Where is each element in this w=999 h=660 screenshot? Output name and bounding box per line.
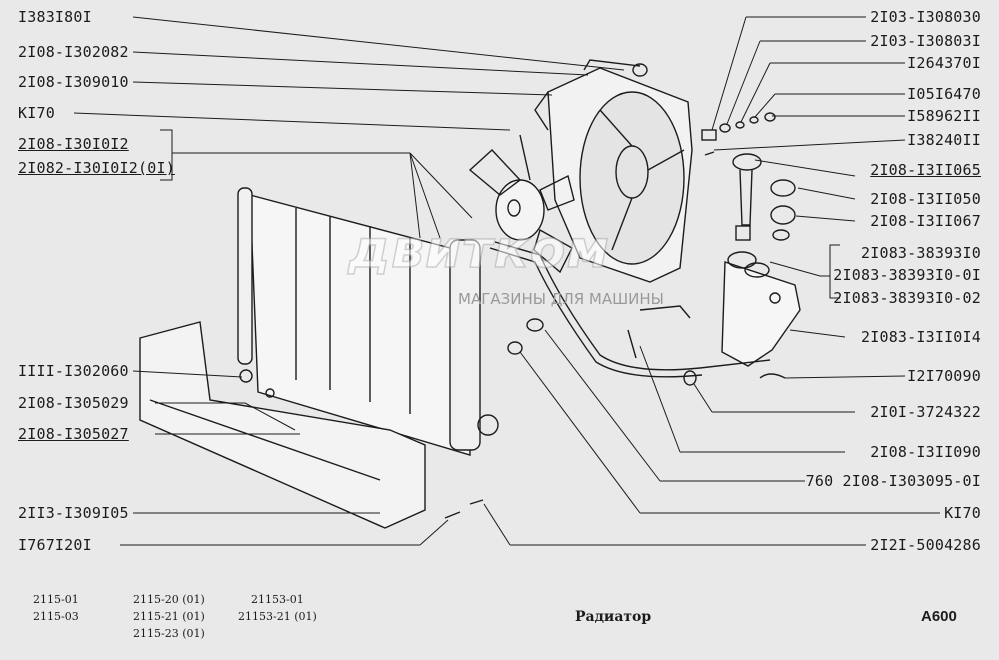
part-label-left-9: 2I08-I305027 bbox=[18, 425, 129, 443]
model-code: 2115-01 bbox=[33, 593, 79, 606]
model-code: 21153-21 (01) bbox=[238, 610, 317, 623]
part-label-left-2: 2I08-I302082 bbox=[18, 43, 129, 61]
part-label-right-5: I58962II bbox=[907, 107, 981, 125]
expansion-tank-drawing bbox=[721, 251, 801, 367]
watermark-tagline: МАГАЗИНЫ ДЛЯ МАШИНЫ bbox=[458, 290, 664, 308]
part-label-left-3: 2I08-I309010 bbox=[18, 73, 129, 91]
hoses-drawing bbox=[489, 241, 771, 378]
radiator-shield-drawing bbox=[139, 321, 426, 529]
part-label-right-2: 2I03-I30803I bbox=[870, 32, 981, 50]
part-label-right-11: 2I083-38393I0-0I bbox=[833, 266, 981, 284]
part-label-left-5: 2I08-I30I0I2 bbox=[18, 135, 129, 153]
part-label-right-4: I05I6470 bbox=[907, 85, 981, 103]
part-label-left-11: I767I20I bbox=[18, 536, 92, 554]
part-label-left-1: I383I80I bbox=[18, 8, 92, 26]
part-label-right-15: 2I0I-3724322 bbox=[870, 403, 981, 421]
cap-parts-drawing bbox=[265, 63, 796, 519]
part-label-right-13: 2I083-I3II0I4 bbox=[861, 328, 981, 346]
part-label-right-3: I264370I bbox=[907, 54, 981, 72]
part-label-left-4: KI70 bbox=[18, 104, 55, 122]
part-label-right-1: 2I03-I308030 bbox=[870, 8, 981, 26]
model-code: 21153-01 bbox=[251, 593, 304, 606]
part-label-left-7: IIII-I302060 bbox=[18, 362, 129, 380]
part-label-right-8: 2I08-I3II050 bbox=[870, 190, 981, 208]
part-label-right-19: 2I2I-5004286 bbox=[870, 536, 981, 554]
part-label-left-6: 2I082-I30I0I2(0I) bbox=[18, 159, 175, 177]
watermark-brand: двитком bbox=[347, 219, 610, 281]
part-label-right-9: 2I08-I3II067 bbox=[870, 212, 981, 230]
model-code: 2115-23 (01) bbox=[133, 627, 205, 640]
page-title: Радиатор bbox=[575, 609, 652, 625]
part-label-left-10: 2II3-I309I05 bbox=[18, 504, 129, 522]
radiator-core-drawing bbox=[237, 187, 499, 456]
part-label-right-10: 2I083-38393I0 bbox=[861, 244, 981, 262]
left-leader-lines bbox=[73, 16, 625, 546]
part-label-right-18: KI70 bbox=[944, 504, 981, 522]
part-label-right-16: 2I08-I3II090 bbox=[870, 443, 981, 461]
part-label-right-12: 2I083-38393I0-02 bbox=[833, 289, 981, 307]
part-label-right-7: 2I08-I3II065 bbox=[870, 161, 981, 179]
fan-shroud-drawing bbox=[534, 59, 693, 283]
part-label-right-14: I2I70090 bbox=[907, 367, 981, 385]
model-code: 2115-03 bbox=[33, 610, 79, 623]
part-label-left-8: 2I08-I305029 bbox=[18, 394, 129, 412]
fan-motor-drawing bbox=[468, 134, 575, 274]
model-code: 2115-21 (01) bbox=[133, 610, 205, 623]
model-code: 2115-20 (01) bbox=[133, 593, 205, 606]
right-leader-lines bbox=[483, 16, 940, 546]
part-label-right-6: I38240II bbox=[907, 131, 981, 149]
page-code: A600 bbox=[921, 608, 957, 625]
part-label-right-17: 760 2I08-I303095-0I bbox=[805, 472, 981, 490]
